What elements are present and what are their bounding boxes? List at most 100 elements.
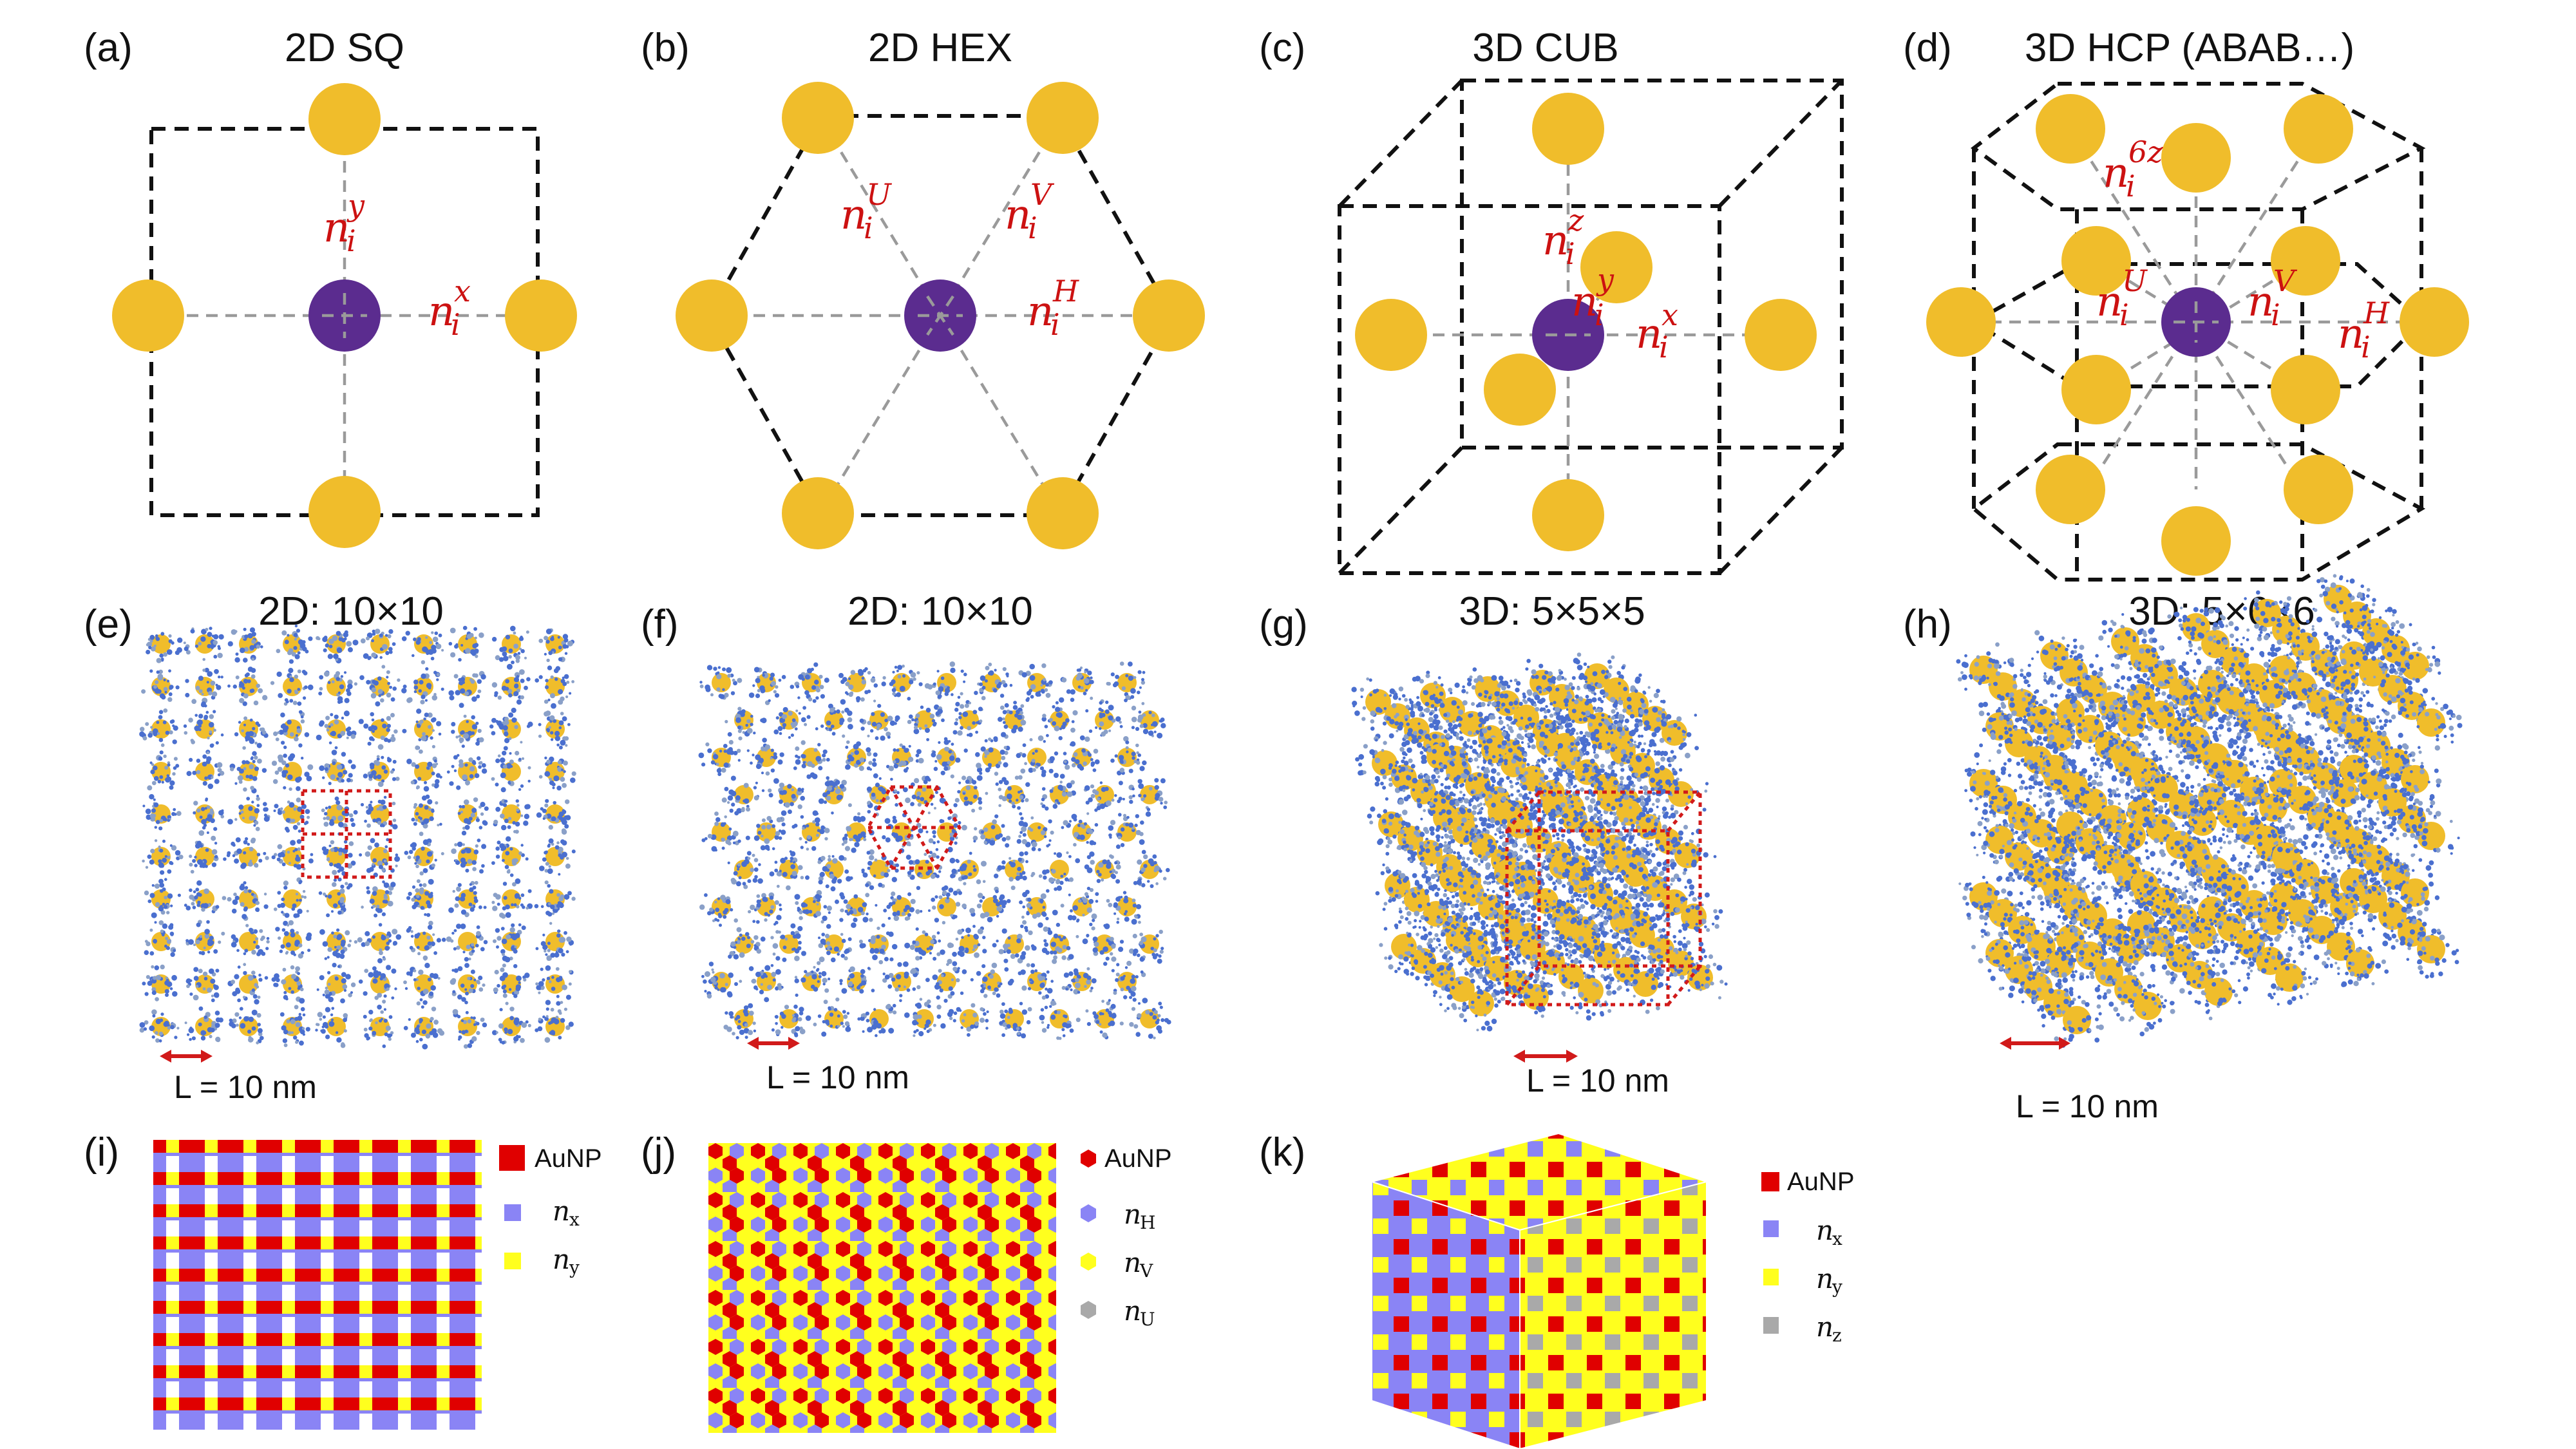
ligand-bead [243,1016,249,1022]
ligand-bead [193,800,198,806]
ligand-bead [992,688,998,693]
ligand-bead [804,690,810,696]
ligand-bead [281,862,286,867]
ligand-bead [1084,736,1090,743]
ligand-bead [418,738,422,742]
nanoparticle-array-2d-square [139,624,576,1050]
ligand-bead [203,946,206,949]
ligand-bead [727,861,730,864]
ligand-bead [549,1020,553,1025]
ligand-bead [184,904,187,907]
ligand-bead [924,724,928,728]
ligand-bead [323,822,329,827]
ligand-bead [804,840,808,844]
ligand-bead [382,869,385,872]
ligand-bead [322,636,328,643]
ligand-bead [931,934,936,940]
ligand-bead [728,740,734,745]
ligand-bead [1037,735,1044,741]
ligand-bead [1160,947,1164,951]
ligand-bead [242,914,247,920]
ligand-bead [968,872,972,876]
ligand-bead [755,781,758,784]
ligand-bead [460,983,465,988]
ligand-bead [1139,831,1144,837]
ligand-bead [1072,905,1078,911]
ligand-bead [558,873,561,876]
ligand-bead [957,730,963,736]
ligand-bead [1049,878,1053,882]
ligand-bead [242,746,246,750]
ligand-bead [1152,854,1157,859]
ligand-bead [1024,925,1028,930]
ligand-bead [561,768,564,772]
ligand-bead [391,968,397,974]
ligand-bead [539,866,545,871]
ligand-bead [549,757,553,761]
ligand-bead [1106,681,1110,686]
ligand-bead [1114,861,1118,865]
ligand-bead [495,782,499,787]
ligand-bead [372,725,378,731]
ligand-bead [551,816,556,822]
ligand-bead [471,731,475,735]
ligand-bead [288,668,294,674]
ligand-bead [1078,819,1083,824]
ligand-bead [304,685,308,689]
ligand-bead [333,903,338,909]
ligand-bead [1041,805,1045,808]
ligand-bead [158,862,164,868]
ligand-bead [516,699,522,705]
ligand-bead [723,750,727,753]
ligand-bead [995,889,999,893]
ligand-bead [382,805,387,810]
ligand-bead [290,1019,296,1025]
ligand-bead [1031,846,1036,851]
ligand-bead [448,641,453,646]
ligand-bead [287,923,290,927]
ligand-bead [416,879,421,884]
ligand-bead [841,710,845,714]
ligand-bead [289,659,294,664]
ligand-bead [348,759,352,764]
ligand-bead [774,868,779,873]
ligand-bead [461,744,465,748]
ligand-bead [424,963,430,969]
ligand-bead [432,933,435,936]
ligand-bead [333,934,337,939]
ligand-bead [515,799,519,803]
ligand-bead [425,667,429,671]
ligand-bead [560,777,565,782]
ligand-bead [227,684,231,688]
ligand-bead [558,1036,562,1040]
ligand-bead [795,901,799,905]
ligand-bead [1126,750,1129,753]
ligand-bead [397,678,401,682]
ligand-bead [155,1038,160,1043]
ligand-bead [789,850,792,853]
ligand-bead [564,652,568,655]
ligand-bead [930,874,936,879]
ligand-bead [1019,711,1023,715]
ligand-bead [972,868,977,872]
ligand-bead [935,848,939,851]
ligand-bead [410,780,415,784]
ligand-bead [167,815,171,820]
ligand-bead [738,876,742,880]
ligand-bead [1137,779,1142,784]
ligand-bead [516,804,520,807]
ligand-bead [936,931,940,935]
ligand-bead [791,793,796,799]
ligand-bead [456,886,459,890]
ligand-bead [285,952,289,955]
ligand-bead [955,938,959,941]
ligand-bead [826,905,833,911]
neighbor-particle [2161,506,2231,576]
ligand-bead [963,672,967,677]
ligand-bead [562,782,567,788]
ligand-bead [933,766,938,772]
ligand-bead [565,950,569,954]
ligand-bead [453,769,457,773]
ligand-bead [493,819,498,824]
ligand-bead [1117,835,1122,840]
